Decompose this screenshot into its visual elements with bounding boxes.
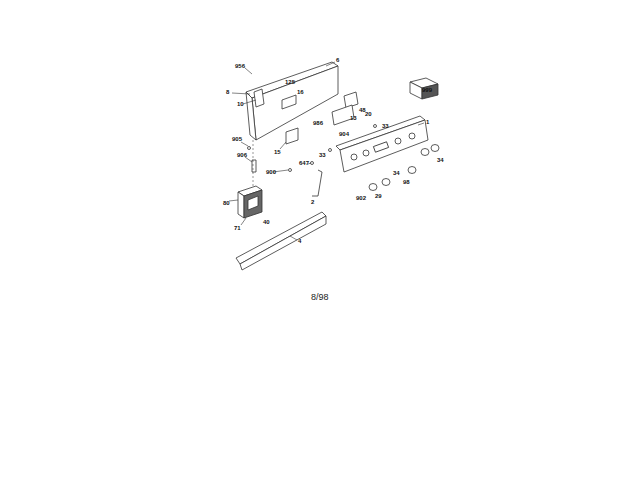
callout-number: 986 bbox=[313, 120, 323, 126]
callout-number: 34 bbox=[437, 157, 444, 163]
knob bbox=[421, 149, 429, 156]
callout-number: 900 bbox=[266, 169, 276, 175]
callout-number: 2 bbox=[311, 199, 314, 205]
screw bbox=[248, 147, 251, 150]
end-bracket bbox=[254, 89, 264, 107]
bracket-2 bbox=[312, 170, 322, 196]
callout-number: 125 bbox=[285, 79, 295, 85]
knob bbox=[382, 179, 390, 186]
spacer bbox=[252, 160, 256, 172]
switch-block bbox=[286, 128, 298, 144]
clock-front bbox=[244, 190, 262, 218]
callout-number: 80 bbox=[223, 200, 230, 206]
knob-hole bbox=[409, 133, 415, 139]
callout-number: 40 bbox=[263, 219, 270, 225]
callout-number: 904 bbox=[339, 131, 349, 137]
callout-number: 48 bbox=[359, 107, 366, 113]
backguard-end bbox=[246, 92, 256, 140]
date-code: 8/98 bbox=[311, 293, 329, 302]
callout-number: 906 bbox=[237, 152, 247, 158]
callout-number: 999 bbox=[422, 87, 432, 93]
callout-number: 34 bbox=[393, 170, 400, 176]
trim-face bbox=[240, 216, 326, 270]
callout-number: 902 bbox=[356, 195, 366, 201]
callout-number: 13 bbox=[350, 115, 357, 121]
bracket bbox=[282, 95, 296, 109]
callout-number: 33 bbox=[382, 123, 389, 129]
callout-number: 647 bbox=[299, 160, 309, 166]
box-side bbox=[410, 82, 422, 99]
clock-side bbox=[238, 192, 244, 218]
knob bbox=[369, 184, 377, 191]
screw bbox=[329, 149, 332, 152]
knob bbox=[431, 145, 439, 152]
box-front bbox=[422, 84, 438, 99]
callout-number: 20 bbox=[365, 111, 372, 117]
callout-number: 10 bbox=[237, 101, 244, 107]
knob-hole bbox=[395, 138, 401, 144]
callout-number: 29 bbox=[375, 193, 382, 199]
callout-number: 16 bbox=[297, 89, 304, 95]
assembly-line bbox=[253, 140, 254, 188]
knob-hole bbox=[351, 154, 357, 160]
display bbox=[373, 142, 388, 152]
callout-number: 6 bbox=[336, 57, 339, 63]
callout-number: 1 bbox=[426, 119, 429, 125]
trim-top bbox=[236, 212, 326, 264]
callout-number: 98 bbox=[403, 179, 410, 185]
callout-number: 71 bbox=[234, 225, 241, 231]
callout-number: 33 bbox=[319, 152, 326, 158]
leader-lines bbox=[229, 62, 430, 240]
screw bbox=[374, 125, 377, 128]
callout-number: 956 bbox=[235, 63, 245, 69]
clock-window bbox=[248, 196, 258, 210]
callout-number: 8 bbox=[226, 89, 229, 95]
screw bbox=[289, 169, 292, 172]
callout-number: 905 bbox=[232, 136, 242, 142]
callout-number: 15 bbox=[274, 149, 281, 155]
knob-hole bbox=[363, 150, 369, 156]
control-panel bbox=[340, 120, 428, 172]
callout-number: 4 bbox=[298, 238, 301, 244]
knob bbox=[408, 167, 416, 174]
